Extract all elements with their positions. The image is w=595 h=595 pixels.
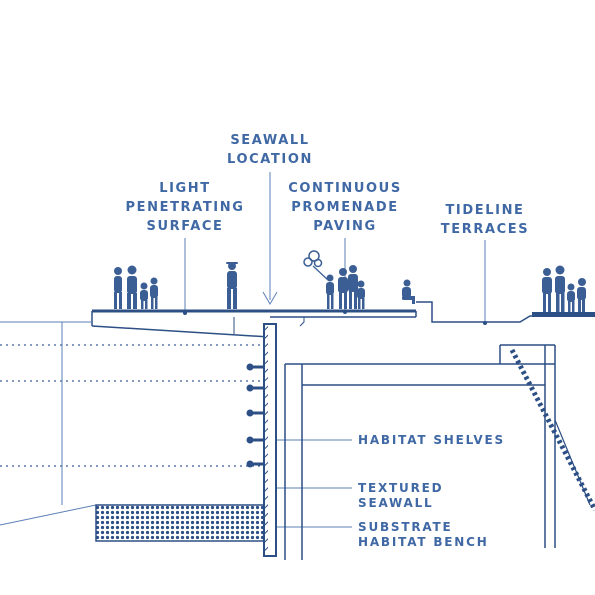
- habitat-shelves: [246, 363, 264, 468]
- label-light-line-2: PENETRATING: [126, 200, 245, 215]
- label-continuous-promenade-paving: CONTINUOUS PROMENADE PAVING: [288, 181, 402, 234]
- label-textured-seawall: TEXTURED SEAWALL: [358, 481, 443, 510]
- label-substrate-line-1: SUBSTRATE: [358, 520, 453, 534]
- substrate-habitat-bench: [95, 504, 265, 542]
- structure-beam: [302, 344, 556, 548]
- label-substrate-line-2: HABITAT BENCH: [358, 535, 489, 549]
- promenade-deck: [91, 301, 595, 338]
- person-figure: [114, 267, 122, 309]
- water-body: [0, 321, 262, 526]
- habitat-shelf: [246, 460, 264, 468]
- rock-revetment: [509, 348, 595, 512]
- person-with-hat: [226, 262, 238, 309]
- label-tideline-line-1: TIDELINE: [445, 203, 524, 218]
- label-seawall-location: SEAWALL LOCATION: [227, 133, 313, 167]
- habitat-shelf: [246, 409, 264, 417]
- label-textured-line-1: TEXTURED: [358, 481, 443, 495]
- person-figure: [127, 265, 137, 309]
- label-promenade-line-3: PAVING: [313, 219, 377, 234]
- person-figure: [150, 277, 158, 309]
- person-figure: [357, 280, 365, 309]
- terrace-step: [532, 312, 595, 317]
- people-group-promenade: [303, 250, 365, 309]
- person-figure: [348, 265, 358, 309]
- textured-seawall: [263, 323, 303, 560]
- habitat-shelf: [246, 436, 264, 444]
- label-habitat-shelves: HABITAT SHELVES: [358, 433, 505, 447]
- person-figure: [542, 268, 552, 312]
- person-figure: [577, 278, 586, 312]
- label-seawall-location-line-1: SEAWALL: [230, 133, 309, 148]
- label-seawall-location-line-2: LOCATION: [227, 152, 313, 167]
- habitat-shelf: [246, 384, 264, 392]
- label-promenade-line-1: CONTINUOUS: [288, 181, 402, 196]
- person-figure: [338, 268, 348, 309]
- label-textured-line-2: SEAWALL: [358, 496, 433, 510]
- label-light-line-1: LIGHT: [159, 181, 211, 196]
- label-tideline-line-2: TERRACES: [441, 222, 529, 237]
- person-figure: [567, 283, 575, 312]
- people-group-terrace: [542, 265, 586, 312]
- person-sitting: [402, 279, 415, 304]
- tree-sketch: [303, 250, 329, 281]
- habitat-shelf: [246, 363, 264, 371]
- arrowhead-seawall-location: [262, 291, 278, 305]
- label-substrate-habitat-bench: SUBSTRATE HABITAT BENCH: [358, 520, 489, 549]
- label-light-line-3: SURFACE: [147, 219, 224, 234]
- person-figure: [326, 274, 334, 309]
- label-promenade-line-2: PROMENADE: [291, 200, 398, 215]
- label-tideline-terraces: TIDELINE TERRACES: [441, 203, 529, 237]
- person-figure: [555, 265, 565, 312]
- person-figure: [140, 282, 148, 309]
- people-group-left: [114, 265, 158, 309]
- label-light-penetrating-surface: LIGHT PENETRATING SURFACE: [126, 181, 245, 234]
